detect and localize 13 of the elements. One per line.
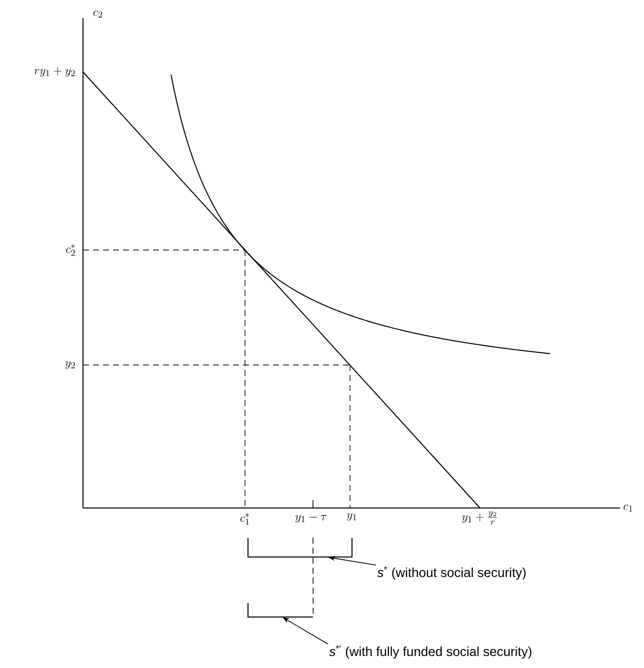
- callout-text: s$^{*}$ (without social security): [377, 566, 526, 580]
- tick-label: $y_1 - \tau$: [295, 514, 327, 523]
- tick-label: $y_1 + \frac{y_2}{r}$: [462, 511, 498, 525]
- tick-label: $c_2^*$: [66, 244, 75, 256]
- axis-label: $c_2$: [93, 10, 102, 18]
- tick-label: $c_1^*$: [240, 513, 249, 525]
- bracket: [248, 538, 352, 558]
- axis-label: $c_1$: [624, 504, 632, 512]
- bracket: [248, 602, 314, 618]
- tick-label: $y_2$: [65, 361, 75, 369]
- tick-label: $ry_1 + y_2$: [34, 67, 75, 77]
- tick-label: $y_1$: [346, 513, 356, 521]
- callout-text: s$^{*′}$ (with fully funded social security): [329, 645, 532, 659]
